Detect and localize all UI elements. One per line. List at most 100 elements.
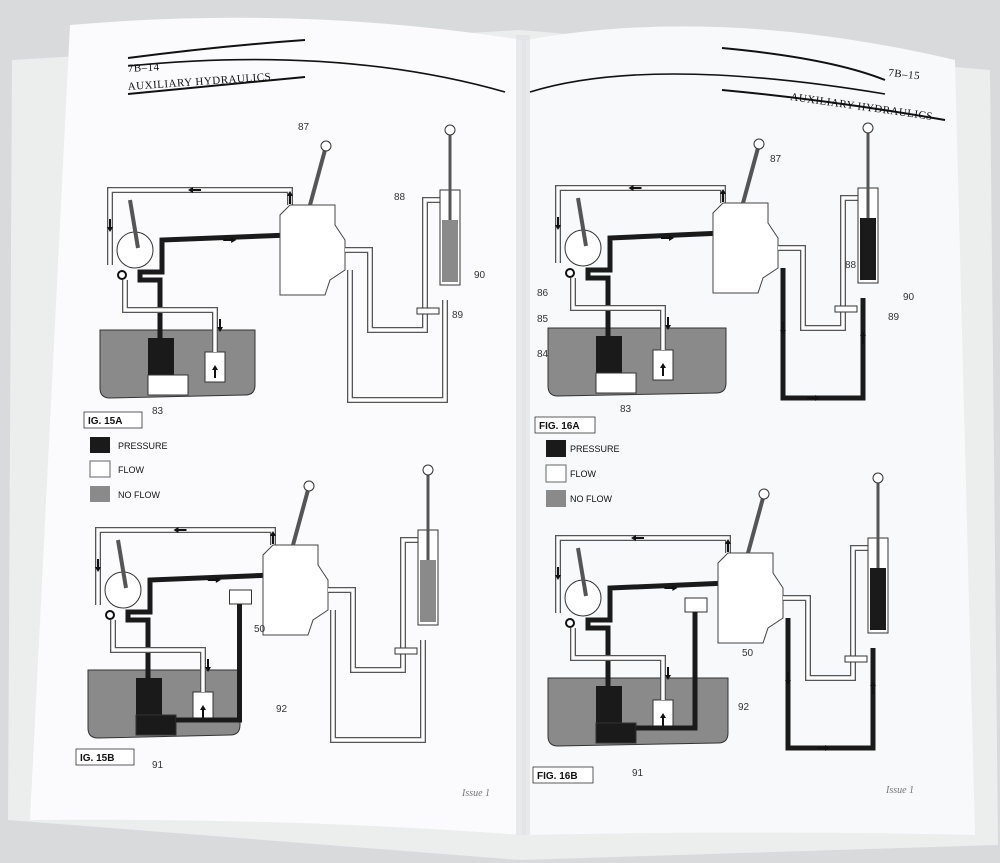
pressure-line <box>176 604 242 723</box>
arrow-head <box>720 189 726 194</box>
fig-16a-callouts: 87 86 85 84 88 90 89 83 <box>537 154 915 415</box>
legend-pressure: PRESSURE <box>118 441 168 451</box>
callout-83: 83 <box>620 404 632 415</box>
arrow-head <box>870 681 876 686</box>
callout-87: 87 <box>298 122 310 133</box>
flow-arrow-icon <box>628 185 642 191</box>
svg-text:IG. 15A: IG. 15A <box>88 416 122 427</box>
svg-text:IG. 15B: IG. 15B <box>80 753 114 764</box>
arrow-head <box>780 330 786 335</box>
cylinder-eye <box>872 472 884 484</box>
legend-flow-swatch <box>545 464 567 483</box>
callout-90: 90 <box>474 270 486 281</box>
arrow-head <box>725 539 731 544</box>
svg-text:FIG. 16B: FIG. 16B <box>537 771 578 782</box>
quick-coupler <box>394 647 418 655</box>
legend-pressure-swatch <box>90 437 110 453</box>
callout-92: 92 <box>738 702 750 713</box>
arrow-head <box>270 531 276 536</box>
cylinder-eye <box>444 124 456 136</box>
diagram-fig-15b <box>87 464 439 743</box>
callout-90: 90 <box>903 292 915 303</box>
arrow-head <box>95 567 101 572</box>
flow-arrow-icon <box>870 681 876 694</box>
control-lever <box>128 199 140 249</box>
callout-89: 89 <box>888 312 900 323</box>
legend-no-flow: NO FLOW <box>570 494 613 504</box>
valve-lever <box>746 497 765 554</box>
flow-arrow-icon <box>664 585 678 591</box>
pressure-line <box>585 580 729 686</box>
diagram-fig-15a <box>99 124 461 403</box>
check-ball <box>565 268 575 278</box>
valve-lever <box>741 147 760 204</box>
control-lever <box>576 197 588 247</box>
flow-arrow-icon <box>660 713 666 726</box>
reservoir-tank <box>547 327 727 397</box>
pump-block <box>136 678 162 718</box>
cylinder-eye <box>422 464 434 476</box>
legend-no-flow: NO FLOW <box>118 490 161 500</box>
arrow-head <box>815 395 820 401</box>
arrow-head <box>785 680 791 685</box>
flow-arrow-icon <box>660 363 666 376</box>
legend-pressure: PRESSURE <box>570 444 620 454</box>
arrow-head <box>825 745 830 751</box>
callout-84: 84 <box>537 349 549 360</box>
pump-block <box>596 686 622 726</box>
callout-50: 50 <box>742 648 754 659</box>
cylinder-chamber <box>870 568 886 630</box>
spool-valve-body <box>262 544 329 636</box>
left-page <box>30 17 522 835</box>
flow-arrow-icon <box>817 745 830 751</box>
callout-92: 92 <box>276 704 288 715</box>
legend-flow-swatch <box>89 460 111 478</box>
spool-valve-body <box>279 204 346 296</box>
cylinder-chamber <box>420 560 436 622</box>
pump-block <box>596 336 622 376</box>
flow-arrow-icon <box>95 559 101 572</box>
flow-arrow-icon <box>212 365 218 378</box>
fig-15b-callouts: 50 92 91 <box>152 624 288 771</box>
flow-arrow-icon <box>270 531 276 544</box>
fig-16b-callouts: 50 92 91 <box>632 648 754 779</box>
check-ball <box>565 618 575 628</box>
flow-line <box>348 270 447 402</box>
flow-line <box>783 546 873 680</box>
arrow-head <box>200 705 206 710</box>
fig-16a-label: FIG. 16A <box>534 416 596 434</box>
callout-87: 87 <box>770 154 782 165</box>
right-footer: Issue 1 <box>885 785 914 796</box>
pump-base <box>135 714 177 736</box>
legend-flow: FLOW <box>118 465 145 475</box>
flow-arrow-icon <box>555 567 561 580</box>
cylinder-chamber <box>860 218 876 280</box>
arrow-head <box>231 237 237 243</box>
relief-valve-50 <box>684 597 708 613</box>
quick-coupler <box>834 305 858 313</box>
flow-arrow-icon <box>188 187 201 193</box>
flow-line <box>571 628 665 700</box>
spool-valve-body <box>717 552 784 644</box>
right-legend: PRESSURE FLOW NO FLOW <box>545 440 620 507</box>
spool-valve-body <box>712 202 779 294</box>
reservoir-tank <box>547 677 729 747</box>
arrow-head <box>665 675 671 680</box>
pressure-line <box>585 230 724 336</box>
diagram-fig-16a <box>547 122 879 401</box>
flow-arrow-icon <box>785 672 791 685</box>
arrow-head <box>860 331 866 336</box>
arrow-head <box>555 575 561 580</box>
flow-line <box>571 278 665 350</box>
arrow-head <box>669 235 674 241</box>
callout-89: 89 <box>452 310 464 321</box>
pressure-line <box>636 612 698 731</box>
cylinder-chamber <box>442 220 458 282</box>
fig-15a-label: IG. 15A <box>83 411 143 429</box>
flow-arrow-icon <box>223 237 237 243</box>
arrow-head <box>173 527 179 533</box>
check-ball <box>105 610 115 620</box>
legend-no-flow-swatch <box>546 490 566 507</box>
pump-base <box>595 722 637 744</box>
